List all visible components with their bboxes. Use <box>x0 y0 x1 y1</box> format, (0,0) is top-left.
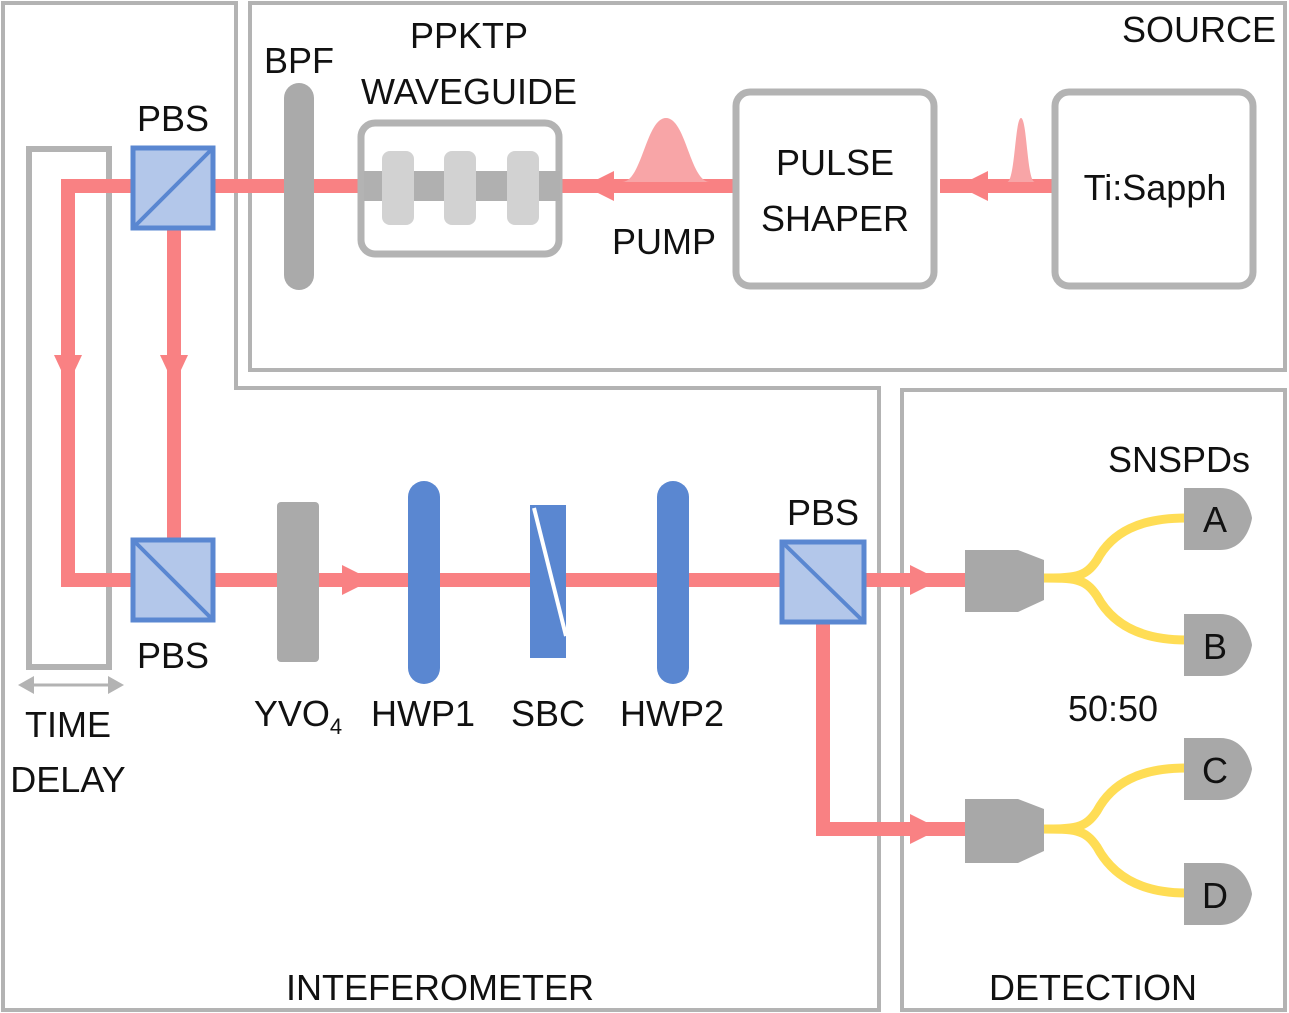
source-label: SOURCE <box>1122 9 1276 50</box>
arrow-right-icon <box>910 565 940 595</box>
snspds-label: SNSPDs <box>1108 439 1250 480</box>
laser-box <box>1051 88 1257 290</box>
fiber-coupler-bottom <box>965 763 1187 898</box>
ppktp-label: PPKTP <box>410 15 528 56</box>
detector-a-label: A <box>1203 499 1227 540</box>
arrow-down-icon <box>160 355 188 385</box>
bpf-filter <box>284 83 314 290</box>
pbs-right-cube <box>779 539 867 625</box>
time-delay-label-line2: DELAY <box>10 759 125 800</box>
detector-c-icon <box>1184 738 1252 800</box>
sbc-compensator <box>530 505 568 658</box>
detector-b-icon <box>1184 614 1252 676</box>
pulse-shaper-label-line1: PULSE <box>776 142 894 183</box>
arrow-left-icon <box>958 171 988 201</box>
laser-label: Ti:Sapph <box>1084 167 1227 208</box>
detector-a-icon <box>1184 488 1252 550</box>
arrow-left-icon <box>584 171 614 201</box>
waveguide-label: WAVEGUIDE <box>361 71 577 112</box>
detection-label: DETECTION <box>989 967 1197 1008</box>
arrow-right-icon <box>910 814 940 844</box>
pbs-top-label: PBS <box>137 98 209 139</box>
hwp1-waveplate <box>408 481 440 684</box>
detector-b-label: B <box>1203 626 1227 667</box>
interferometer-label: INTEFEROMETER <box>286 967 594 1008</box>
shaped-pulse-icon <box>622 118 710 182</box>
yvo4-crystal <box>277 502 319 662</box>
double-arrow-icon <box>18 676 124 694</box>
fiber-coupler-top <box>965 513 1187 645</box>
hwp2-waveplate <box>657 481 689 684</box>
yvo4-label: YVO4 <box>254 693 342 739</box>
hwp1-label: HWP1 <box>371 693 475 734</box>
detector-c-label: C <box>1202 750 1228 791</box>
laser-pulse-icon <box>1007 118 1035 182</box>
pulse-shaper-box <box>732 88 938 290</box>
pump-label: PUMP <box>612 221 716 262</box>
detector-d-icon <box>1184 863 1252 925</box>
pbs-right-label: PBS <box>787 492 859 533</box>
arrow-down-icon <box>54 355 82 385</box>
ppktp-waveguide <box>357 119 563 258</box>
sbc-label: SBC <box>511 693 585 734</box>
ratio-label: 50:50 <box>1068 688 1158 729</box>
time-delay-loop <box>26 146 112 670</box>
detection-section-outline <box>900 388 1287 1012</box>
beam-arrows <box>54 171 988 844</box>
time-delay-label-line1: TIME <box>25 704 111 745</box>
detector-d-label: D <box>1202 875 1228 916</box>
pbs-bottom-cube <box>130 537 216 623</box>
pbs-top-cube <box>130 145 216 231</box>
arrow-right-icon <box>342 565 372 595</box>
hwp2-label: HWP2 <box>620 693 724 734</box>
pulse-shaper-label-line2: SHAPER <box>761 198 909 239</box>
pbs-bottom-label: PBS <box>137 635 209 676</box>
bpf-label: BPF <box>264 40 334 81</box>
interferometer-section-outline <box>1 1 881 1012</box>
